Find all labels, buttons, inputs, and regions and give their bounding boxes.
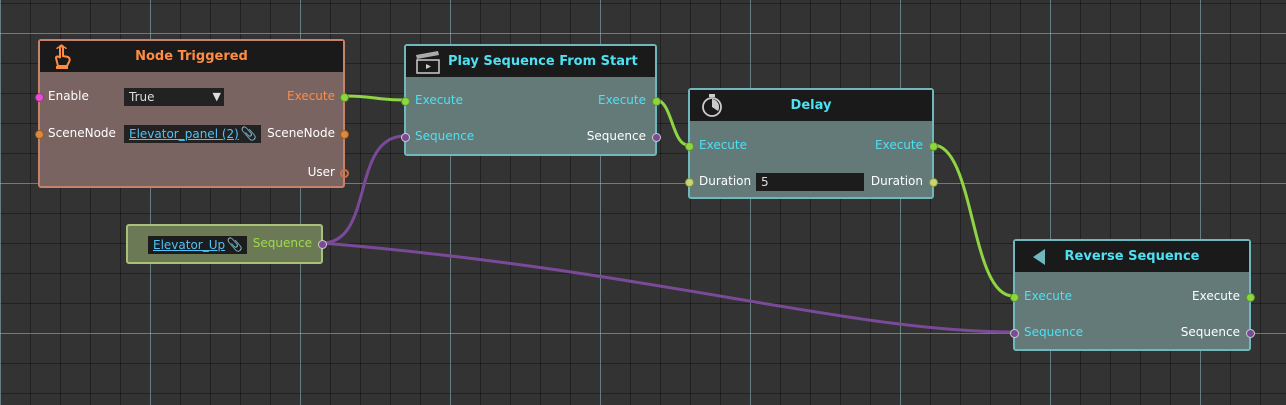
scenenode-input-pin[interactable] <box>35 130 44 139</box>
reverse-sequence-node[interactable]: Reverse Sequence Execute Execute Sequenc… <box>1010 239 1255 351</box>
node-triggered[interactable]: Node Triggered Enable True ▼ Execute Sce… <box>35 39 349 188</box>
duration-output-pin[interactable] <box>929 178 938 187</box>
wire-sequence-to-reverse <box>321 241 1014 334</box>
touch-hand-icon <box>54 44 71 69</box>
wire-sequence-to-play <box>321 134 406 245</box>
execute-input-pin[interactable] <box>685 142 694 151</box>
duration-input-pin[interactable] <box>685 178 694 187</box>
enable-label: Enable <box>48 89 89 103</box>
sequence-input-label: Sequence <box>1024 325 1084 339</box>
sequence-output-pin[interactable] <box>652 133 661 142</box>
execute-input-pin[interactable] <box>1010 293 1019 302</box>
scenenode-output-pin[interactable] <box>340 130 349 139</box>
sequence-output-label: Sequence <box>1180 325 1240 339</box>
node-title: Play Sequence From Start <box>448 54 638 69</box>
dropdown-triangle-icon: ▼ <box>212 90 221 103</box>
execute-input-label: Execute <box>415 93 463 107</box>
execute-output-label: Execute <box>1192 289 1240 303</box>
node-title: Delay <box>790 98 832 113</box>
node-title: Reverse Sequence <box>1064 249 1200 264</box>
execute-output-pin[interactable] <box>652 97 661 106</box>
enable-input-pin[interactable] <box>35 93 44 102</box>
play-sequence-header[interactable]: Play Sequence From Start <box>406 46 655 77</box>
sequence-reference-link[interactable]: Elevator_Up <box>153 238 226 252</box>
node-triggered-header[interactable]: Node Triggered <box>40 41 343 72</box>
enable-value: True <box>129 90 155 104</box>
stopwatch-icon <box>702 94 722 117</box>
scenenode-reference-link[interactable]: Elevator_panel (2) <box>129 127 239 141</box>
sequence-variable-node[interactable]: Elevator_Up 📎 Sequence <box>126 224 327 264</box>
duration-input-label: Duration <box>699 174 752 188</box>
execute-output-label: Execute <box>875 138 923 152</box>
execute-output-pin[interactable] <box>1246 293 1255 302</box>
sequence-reference-field[interactable]: Elevator_Up 📎 <box>148 236 247 254</box>
enable-dropdown[interactable]: True ▼ <box>124 88 224 106</box>
execute-output-pin[interactable] <box>340 93 349 102</box>
execute-input-pin[interactable] <box>401 97 410 106</box>
delay-node[interactable]: Delay Execute Execute Duration 5 Duratio… <box>685 88 938 199</box>
execute-output-pin[interactable] <box>929 142 938 151</box>
duration-value: 5 <box>761 175 769 189</box>
node-title: Node Triggered <box>135 49 248 64</box>
duration-output-label: Duration <box>870 174 923 188</box>
scenenode-output-label: SceneNode <box>267 126 335 140</box>
execute-output-label: Execute <box>598 93 646 107</box>
sequence-output-pin[interactable] <box>318 240 327 249</box>
duration-input-field[interactable]: 5 <box>756 173 864 191</box>
play-sequence-node[interactable]: Play Sequence From Start Execute Execute… <box>401 44 661 156</box>
execute-output-label: Execute <box>287 89 335 103</box>
wire-delay-to-reverse <box>932 143 1014 298</box>
sequence-input-pin[interactable] <box>401 133 410 142</box>
scenenode-input-label: SceneNode <box>48 126 116 140</box>
reverse-sequence-header[interactable]: Reverse Sequence <box>1015 241 1249 272</box>
wire-trigger-to-play <box>343 94 406 102</box>
execute-input-label: Execute <box>1024 289 1072 303</box>
clapperboard-icon <box>416 51 440 74</box>
sequence-output-label: Sequence <box>586 129 646 143</box>
scenenode-reference-field[interactable]: Elevator_panel (2) 📎 <box>124 125 261 143</box>
reverse-triangle-icon <box>1033 249 1045 265</box>
paperclip-icon[interactable]: 📎 <box>240 127 257 142</box>
paperclip-icon[interactable]: 📎 <box>226 238 243 253</box>
user-output-label: User <box>307 165 335 179</box>
user-output-pin[interactable] <box>340 169 349 178</box>
sequence-output-label: Sequence <box>252 236 312 250</box>
execute-input-label: Execute <box>699 138 747 152</box>
delay-header[interactable]: Delay <box>690 90 932 121</box>
sequence-input-pin[interactable] <box>1010 329 1019 338</box>
sequence-output-pin[interactable] <box>1246 329 1255 338</box>
sequence-input-label: Sequence <box>415 129 475 143</box>
